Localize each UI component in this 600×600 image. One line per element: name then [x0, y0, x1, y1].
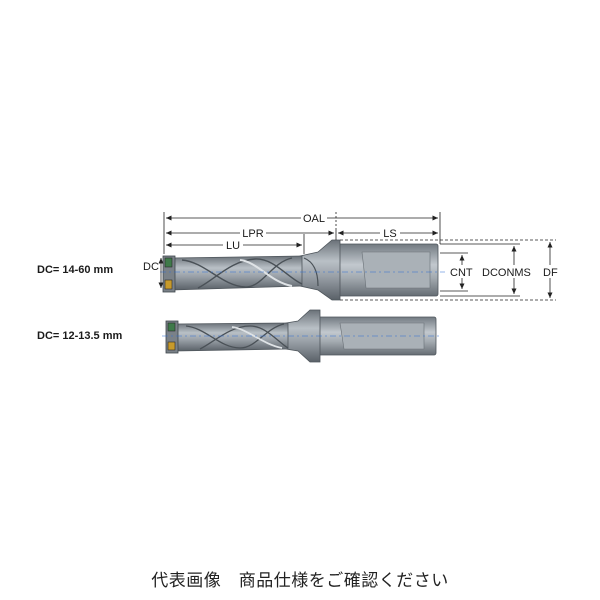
lpr-label: LPR — [242, 228, 263, 240]
large-drill-flute — [239, 259, 293, 287]
dconms-label: DCONMS — [482, 267, 531, 279]
large-drill-flute — [197, 258, 303, 289]
large-drill-range-label: DC= 14-60 mm — [37, 264, 113, 276]
large-drill-insert — [164, 279, 173, 290]
small-drill-flute — [185, 323, 285, 349]
large-drill — [160, 239, 445, 301]
cnt-label: CNT — [450, 267, 473, 279]
large-drill-collar — [299, 239, 341, 301]
df-label: DF — [543, 267, 558, 279]
lu-label: LU — [226, 240, 240, 252]
oal-label: OAL — [303, 213, 325, 225]
small-drill-insert — [167, 341, 176, 351]
small-drill-insert — [167, 322, 176, 332]
large-drill-shank-flat — [361, 251, 431, 289]
small-drill-flute — [199, 325, 289, 350]
small-drill-range-label: DC= 12-13.5 mm — [37, 330, 123, 342]
ls-label: LS — [383, 228, 396, 240]
dc-label: DC — [143, 261, 159, 273]
large-drill-insert — [164, 257, 173, 268]
caption: 代表画像 商品仕様をご確認ください — [151, 571, 449, 591]
small-drill — [162, 309, 442, 363]
small-drill-flute — [231, 326, 283, 349]
large-drill-flute-end — [303, 257, 319, 287]
